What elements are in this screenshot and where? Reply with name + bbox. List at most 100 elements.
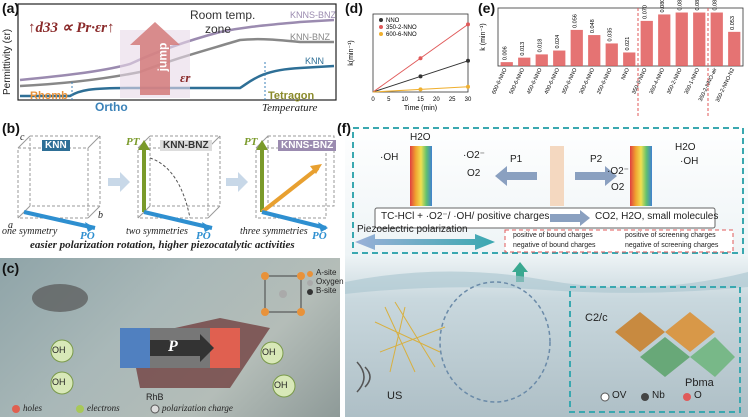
legend-b-site-dot [307, 289, 313, 295]
bar [710, 12, 723, 66]
c2c-label: C2/c [585, 312, 608, 324]
o2-right: O2 [611, 182, 625, 193]
charge-legend-box [504, 229, 734, 253]
legend-ov-dot [600, 392, 610, 402]
x-tick-label: 25 [449, 97, 456, 103]
legend-polarization: polarization charge [162, 403, 233, 413]
x-tick-label: 15 [417, 97, 424, 103]
jump-arrow [130, 22, 180, 95]
bar [588, 35, 601, 66]
arrow-p1 [495, 166, 537, 186]
legend-electrons-dot [76, 405, 84, 413]
oh-3: OH [262, 347, 276, 357]
p2-label: P2 [590, 154, 603, 165]
axis-c-1: c [20, 132, 25, 143]
p-arrow [150, 334, 214, 362]
slab-right [630, 146, 652, 206]
bar-value-label: 0.070 [643, 5, 649, 19]
symmetry-2: two symmetries [126, 226, 188, 237]
oh-4: OH [274, 380, 288, 390]
legend-marker [379, 25, 383, 29]
oh-bubbles [50, 339, 296, 398]
data-point [418, 87, 423, 92]
bar [500, 62, 513, 66]
bar-value-label: 0.024 [555, 35, 561, 49]
panel-e-chart: 0.006600-6-NNO0.013500-6-NNO0.018450-6-N… [480, 0, 744, 116]
plot-frame [372, 13, 469, 93]
bar [553, 50, 566, 66]
panel-a: (a) Permittivity (εr) ↑d33 ∝ Pr·εr↑ Room… [0, 0, 340, 115]
legend-polarization-dot [150, 404, 160, 414]
series-label-knn: KNN [305, 56, 325, 66]
bar-value-label: 0.083 [695, 0, 701, 11]
symmetry-3: three symmetries [240, 226, 308, 237]
p-block-neg [120, 328, 150, 368]
category-label: 350-2-NNO-N2 [715, 67, 736, 103]
bar-value-label: 0.080 [660, 0, 666, 12]
bar-value-label: 0.018 [538, 39, 544, 53]
pbma-label: Pbma [685, 377, 714, 389]
material-knns-bnz: KNNS-BNZ [278, 140, 337, 151]
category-label: 350-6-NNO [561, 67, 579, 96]
symmetry-1: one symmetry [2, 226, 58, 237]
legend-label: 600-6-NNO [386, 32, 417, 38]
legend-label: 350-2-NNO [386, 25, 417, 31]
panel-b: (b) [0, 118, 340, 253]
axis-a-1: a [8, 220, 13, 231]
octahedra [615, 312, 735, 377]
material-knn-bnz: KNN-BNZ [160, 140, 212, 151]
bar-value-label: 0.053 [730, 16, 736, 30]
category-label: 350-1-NNO [684, 67, 702, 96]
arrow-1 [108, 172, 130, 192]
x-tick-label: 20 [433, 97, 440, 103]
oh-2: OH [52, 377, 66, 387]
bar-value-label: 0.035 [608, 28, 614, 42]
jump-label: jump [155, 42, 170, 72]
o2-radical-right: ·O2⁻ [607, 166, 629, 177]
panel-c: (c) A-site Oxygen B-site P OH OH OH OH R [0, 258, 344, 417]
data-point [466, 58, 470, 63]
plot-frame [497, 7, 744, 67]
h2o-right: H2O [675, 142, 696, 153]
legend-a-site: A-site [316, 268, 337, 277]
bar [658, 14, 671, 67]
p-label: P [168, 338, 178, 355]
reaction-left: TC-HCl + ·O2⁻/ ·OH/ positive charges [381, 211, 550, 222]
panel-a-equation: ↑d33 ∝ Pr·εr↑ [28, 20, 115, 36]
cube-knns-bnz [255, 135, 335, 232]
category-label: 600-6-NNO [491, 67, 509, 96]
legend-nb: Nb [652, 390, 665, 401]
data-point [466, 84, 470, 89]
panel-b-label: (b) [2, 120, 20, 136]
category-label: 350-6-NNO [631, 67, 649, 96]
legend-o: O [694, 390, 702, 401]
curve-knn [20, 64, 335, 98]
reaction-right: CO2, H2O, small molecules [595, 211, 719, 222]
series-label-knnbnz: KNN-BNZ [290, 32, 330, 42]
us-label: US [387, 390, 403, 402]
bar [640, 20, 653, 66]
reaction-arrow [550, 210, 590, 226]
category-label: 350-4-NNO [649, 67, 667, 96]
y-axis-label: k (min⁻¹) [480, 23, 487, 50]
catalyst-particle [32, 284, 88, 312]
x-tick-label: 30 [465, 97, 472, 103]
bar [518, 57, 531, 66]
legend-o-dot [683, 393, 691, 401]
data-point [418, 74, 423, 79]
piezo-title: Piezoelectric polarization [357, 224, 468, 235]
bar-value-label: 0.048 [590, 19, 596, 33]
legend-neg-screen: negative of screening charges [625, 242, 719, 249]
bar-value-label: 0.013 [520, 42, 526, 56]
p-block-pos [210, 328, 240, 368]
legend-pos-bound: positive of bound charges [513, 232, 593, 239]
panel-a-ylabel: Permittivity (εr) [2, 28, 13, 95]
vec-pt-2: PT [126, 136, 140, 148]
category-label: 400-6-NNO [544, 67, 562, 96]
oh-left: ·OH [380, 152, 399, 163]
x-tick-label: 10 [401, 97, 408, 103]
bar [693, 12, 706, 66]
legend-holes: holes [23, 403, 42, 413]
panel-f: (f) [337, 120, 748, 417]
